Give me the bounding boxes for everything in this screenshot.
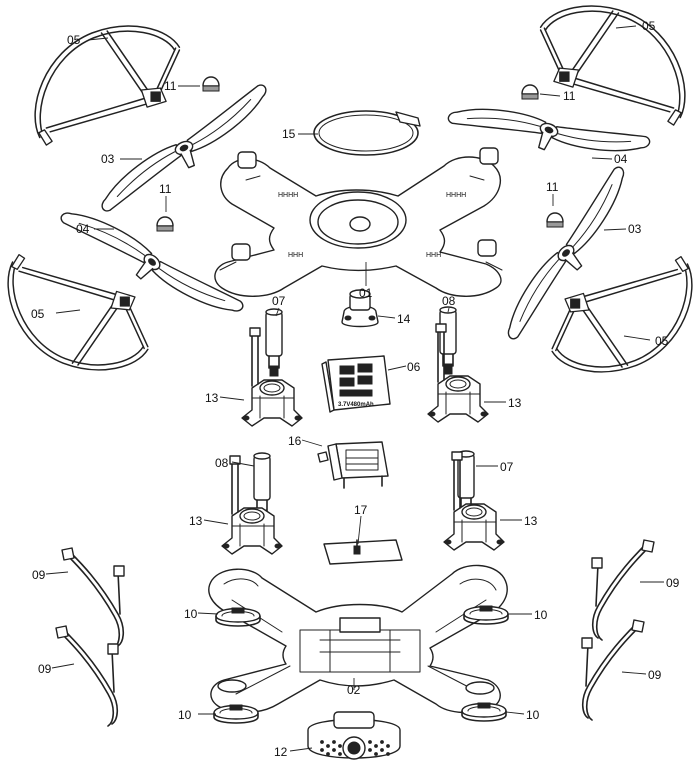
label-12: 12 <box>274 745 288 759</box>
shell-marking: HHHH <box>278 192 298 199</box>
propeller-guard <box>539 5 686 126</box>
prop-cap <box>156 216 174 232</box>
motor <box>439 306 457 375</box>
label-03: 03 <box>101 152 115 166</box>
label-11: 11 <box>159 182 172 196</box>
dome-ring <box>313 110 421 156</box>
foot-pad <box>213 704 259 724</box>
landing-leg <box>591 539 655 641</box>
label-14: 14 <box>397 312 411 326</box>
upper-body-shell: HHHH HHHH HHH HHH <box>214 147 503 297</box>
label-08: 08 <box>442 294 456 308</box>
propeller-guard <box>34 25 181 146</box>
prop-cap <box>546 212 564 228</box>
motor-seat <box>427 323 489 423</box>
prop-cap <box>202 76 220 92</box>
label-09: 09 <box>648 668 662 682</box>
shell-marking: HHH <box>426 252 441 259</box>
label-10: 10 <box>178 708 192 722</box>
label-05: 05 <box>31 307 45 321</box>
label-11: 11 <box>546 180 559 194</box>
battery: 3.7V480mAh <box>321 355 391 413</box>
motor <box>265 308 283 377</box>
foot-pad <box>461 702 507 722</box>
label-10: 10 <box>184 607 198 621</box>
label-01: 01 <box>359 286 373 300</box>
motor-seat <box>221 455 283 555</box>
camera-mount <box>341 289 379 328</box>
label-13: 13 <box>508 396 522 410</box>
label-09: 09 <box>666 576 680 590</box>
label-05: 05 <box>642 19 656 33</box>
leader-lines <box>45 25 664 752</box>
label-10: 10 <box>534 608 548 622</box>
label-05: 05 <box>655 334 669 348</box>
propeller <box>472 164 660 342</box>
camera-module <box>307 711 401 760</box>
label-04: 04 <box>614 152 628 166</box>
landing-leg <box>61 547 125 649</box>
prop-cap <box>521 84 539 100</box>
label-13: 13 <box>524 514 538 528</box>
part-labels: 05 05 11 11 15 03 04 11 11 04 03 01 05 0… <box>31 19 680 759</box>
label-16: 16 <box>288 434 302 448</box>
propeller <box>58 173 246 351</box>
landing-leg <box>55 625 119 727</box>
label-15: 15 <box>282 127 296 141</box>
lower-frame <box>208 564 508 714</box>
label-11: 11 <box>563 89 576 103</box>
shell-marking: HHH <box>288 252 303 259</box>
label-04: 04 <box>76 222 90 236</box>
label-17: 17 <box>354 503 368 517</box>
label-07: 07 <box>500 460 514 474</box>
shell-marking: HHHH <box>446 192 466 199</box>
label-02: 02 <box>347 683 361 697</box>
label-07: 07 <box>272 294 286 308</box>
label-09: 09 <box>32 568 46 582</box>
landing-leg <box>581 619 645 721</box>
label-09: 09 <box>38 662 52 676</box>
label-03: 03 <box>628 222 642 236</box>
label-13: 13 <box>205 391 219 405</box>
label-10: 10 <box>526 708 540 722</box>
label-05: 05 <box>67 33 81 47</box>
battery-holder <box>317 441 389 489</box>
label-06: 06 <box>407 360 421 374</box>
label-11: 11 <box>164 79 177 93</box>
propeller-guard <box>551 255 693 373</box>
propeller-guard <box>7 253 149 371</box>
circuit-board <box>323 539 403 565</box>
label-08: 08 <box>215 456 229 470</box>
battery-rating: 3.7V480mAh <box>338 402 374 408</box>
label-13: 13 <box>189 514 203 528</box>
